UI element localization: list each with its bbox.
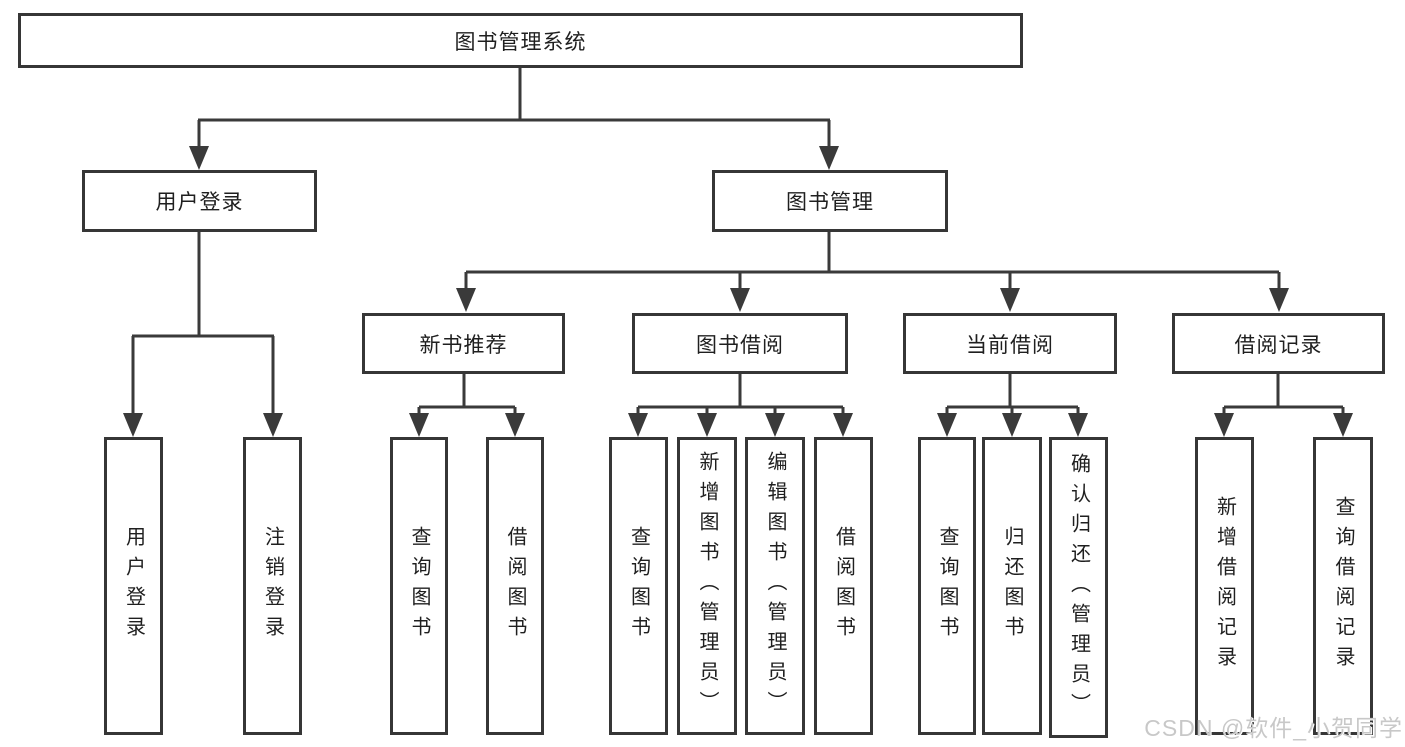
leaf-add-book-admin: 新增图书（管理员） [677, 437, 737, 735]
leaf-label: 借阅图书 [504, 526, 526, 646]
leaf-label: 查询图书 [936, 526, 958, 646]
leaf-borrow-books: 借阅图书 [814, 437, 873, 735]
leaf-label: 归还图书 [1001, 526, 1023, 646]
line-book-management-branch [464, 232, 1281, 290]
leaf-label: 查询图书 [627, 526, 650, 646]
leaf-query-books-borrow: 查询图书 [609, 437, 668, 735]
line-user-login-branch [131, 232, 275, 416]
leaf-logout-login: 注销登录 [243, 437, 302, 735]
leaf-label: 用户登录 [122, 526, 145, 646]
leaf-add-borrow-record: 新增借阅记录 [1195, 437, 1254, 735]
leaf-label: 注销登录 [261, 526, 284, 646]
leaf-query-borrow-record: 查询借阅记录 [1313, 437, 1373, 735]
leaf-borrow-books-recommend: 借阅图书 [486, 437, 544, 735]
leaf-label: 查询图书 [408, 526, 430, 646]
node-current-borrow: 当前借阅 [903, 313, 1117, 374]
leaf-confirm-return-admin: 确认归还（管理员） [1049, 437, 1108, 738]
line-book-borrow-branch [636, 374, 845, 416]
arrowheads [123, 146, 1353, 437]
line-borrow-record-branch [1222, 374, 1345, 416]
line-new-book-recommend-branch [417, 374, 517, 416]
tree-lines [131, 68, 1345, 416]
leaf-query-books-recommend: 查询图书 [390, 437, 448, 735]
leaf-label: 借阅图书 [832, 526, 855, 646]
leaf-label: 编辑图书（管理员） [764, 451, 786, 721]
leaf-label: 新增图书（管理员） [696, 451, 718, 721]
leaf-edit-book-admin: 编辑图书（管理员） [745, 437, 805, 735]
line-root-to-level2 [197, 68, 831, 148]
leaf-user-login: 用户登录 [104, 437, 163, 735]
node-borrow-record: 借阅记录 [1172, 313, 1385, 374]
leaf-return-books: 归还图书 [982, 437, 1042, 735]
node-library-management-system: 图书管理系统 [18, 13, 1023, 68]
node-new-book-recommend: 新书推荐 [362, 313, 565, 374]
node-book-management: 图书管理 [712, 170, 948, 232]
leaf-label: 查询借阅记录 [1332, 496, 1354, 676]
leaf-label: 新增借阅记录 [1213, 496, 1236, 676]
watermark: CSDN @软件_小贺同学 [1144, 715, 1403, 741]
leaf-label: 确认归还（管理员） [1067, 452, 1090, 723]
node-user-login: 用户登录 [82, 170, 317, 232]
line-current-borrow-branch [945, 374, 1080, 416]
node-book-borrow: 图书借阅 [632, 313, 848, 374]
leaf-query-books-current: 查询图书 [918, 437, 976, 735]
